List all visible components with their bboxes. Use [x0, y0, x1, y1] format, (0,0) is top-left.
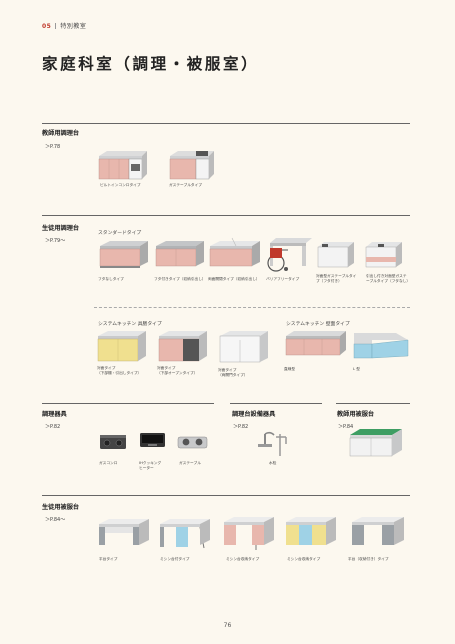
caption-builtin-stove: ビルトインコンロタイプ: [100, 183, 141, 187]
caption-line: ヒーター: [139, 465, 154, 470]
heading-equipment: 調理台設備器具: [232, 411, 276, 418]
caption-ih-heater: IHクッキングヒーター: [139, 461, 161, 471]
caption-system-double-door: 対面タイプ（両開門タイプ）: [218, 368, 248, 378]
caption-with-lid: フタ付きタイプ（収納引出し）: [154, 277, 206, 281]
heading-teacher-cooking: 教師用調理台: [42, 130, 80, 137]
section-rule: [42, 495, 410, 496]
product-sewing-storage-a: [224, 517, 274, 550]
product-sewing-storage-b: [286, 517, 336, 545]
product-ih-heater: [140, 433, 165, 447]
section-rule: [42, 215, 410, 216]
heading-student-cooking: 生徒用調理台: [42, 225, 80, 232]
section-number: 05: [42, 23, 52, 30]
header-divider: [55, 23, 57, 29]
caption-line: （両開門タイプ）: [218, 372, 248, 377]
product-with-lid: [155, 241, 204, 267]
label-wall-kitchen: システムキッチン 壁面タイプ: [286, 322, 350, 327]
product-gas-table: [169, 151, 214, 180]
caption-sewing-storage-b: ミシン台収納タイプ: [287, 557, 321, 561]
product-system-open: [158, 331, 207, 362]
caption-gas-table: ガステーブルタイプ: [169, 183, 202, 187]
caption-facing-gas-drawer: 引出し付き対面型ガステーブルタイプ（フタなし）: [366, 274, 411, 283]
caption-sewing-table: ミシン台付タイプ: [160, 557, 190, 561]
caption-no-lid: フタなしタイプ: [98, 277, 124, 281]
section-rule: [336, 403, 410, 404]
caption-barrier-free: バリアフリータイプ: [266, 277, 300, 281]
caption-line: 対面タイプ: [97, 366, 116, 370]
product-system-drawer: [97, 331, 146, 362]
caption-gas-stove: ガスコンロ: [99, 461, 118, 465]
section-rule: [42, 403, 214, 404]
product-flat-storage: [352, 517, 404, 545]
page-ref-equipment[interactable]: ＞P.82: [233, 424, 249, 430]
heading-teacher-sewing: 教師用被服台: [337, 411, 375, 418]
caption-system-open: 対面タイプ（下部オープンタイプ）: [157, 366, 197, 376]
caption-gas-table-tool: ガステーブル: [179, 461, 201, 465]
caption-faucet: 水栓: [269, 461, 277, 465]
caption-line: 対面タイプ: [218, 368, 237, 372]
label-standard-type: スタンダードタイプ: [98, 231, 142, 236]
caption-flat-storage: 平台（収納付き）タイプ: [348, 557, 389, 561]
caption-double-sided: 両面開閉タイプ（収納引出し）: [208, 277, 260, 281]
section-rule: [42, 123, 410, 124]
product-gas-stove: [100, 435, 126, 449]
caption-flat-table: 平台タイプ: [99, 557, 118, 561]
product-facing-gas-drawer: [365, 242, 402, 268]
product-barrier-free: [267, 238, 312, 272]
caption-system-drawer: 対面タイプ（下部棚・引出しタイプ）: [97, 366, 141, 376]
product-wall-l-shape: [353, 333, 409, 359]
page-ref-cooking-tools[interactable]: ＞P.82: [45, 424, 61, 430]
product-wall-straight: [285, 331, 346, 356]
section-header: 05 特別教室: [42, 21, 86, 30]
product-teacher-sewing-table: [349, 429, 402, 457]
product-flat-table: [99, 519, 149, 545]
caption-line: 対面タイプ: [157, 366, 176, 370]
label-system-kitchen: システムキッチン 具膳タイプ: [98, 322, 162, 327]
heading-cooking-tools: 調理器具: [42, 411, 67, 418]
caption-line: （下部棚・引出しタイプ）: [97, 370, 142, 375]
section-category: 特別教室: [60, 23, 87, 30]
caption-line: IHクッキング: [139, 461, 162, 465]
page-title: 家庭科室（調理・被服室）: [42, 55, 260, 73]
product-faucet: [258, 431, 287, 456]
caption-wall-straight: 直線型: [284, 367, 296, 371]
product-facing-gas-lid: [317, 242, 354, 268]
caption-facing-gas-lid: 対面型ガステーブルタイプ（フタ付き）: [316, 274, 357, 283]
page-ref-student-cooking[interactable]: ＞P.79〜: [45, 238, 66, 244]
product-gas-table-tool: [177, 436, 208, 449]
page-ref-student-sewing[interactable]: ＞P.84〜: [45, 517, 66, 523]
heading-student-sewing: 生徒用被服台: [42, 504, 80, 511]
page-ref-teacher-cooking[interactable]: ＞P.78: [45, 144, 61, 150]
caption-line: （下部オープンタイプ）: [157, 370, 198, 375]
caption-sewing-storage-a: ミシン台収納タイプ: [226, 557, 260, 561]
caption-wall-l-shape: L 型: [353, 367, 360, 371]
page-ref-teacher-sewing[interactable]: ＞P.84: [338, 424, 354, 430]
dashed-divider: [94, 307, 410, 308]
product-builtin-stove: [98, 151, 147, 180]
product-double-sided: [209, 237, 260, 267]
product-sewing-table: [160, 519, 210, 549]
page-number: 76: [223, 622, 232, 629]
product-system-double-door: [219, 331, 268, 363]
product-no-lid: [99, 241, 148, 268]
section-rule: [230, 403, 322, 404]
